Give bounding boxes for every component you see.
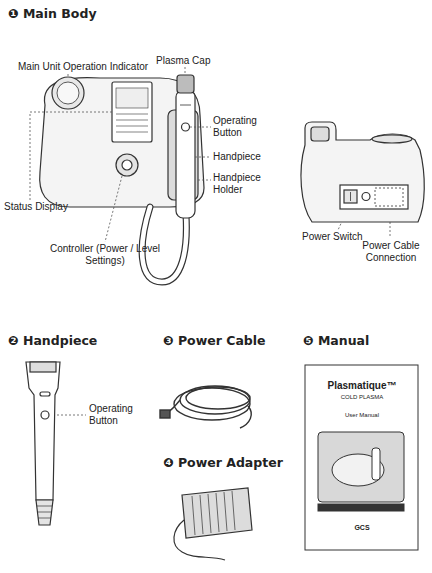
section-heading: ❷ Handpiece bbox=[8, 333, 158, 348]
part-label: Plasma Cap bbox=[156, 55, 226, 67]
part-label: Operating Button bbox=[89, 403, 149, 427]
part-label: Operating Button bbox=[213, 115, 273, 139]
handpiece-illustration bbox=[26, 362, 60, 525]
leader-lines bbox=[30, 67, 390, 415]
part-label: Status Display bbox=[4, 201, 94, 213]
handpiece-on-unit bbox=[176, 75, 195, 218]
power-adapter-illustration bbox=[174, 488, 252, 560]
power-cable-illustration bbox=[160, 386, 251, 428]
manual-title: Plasmatique™ bbox=[310, 380, 414, 392]
main-unit-back bbox=[301, 122, 424, 222]
part-label: Handpiece Holder bbox=[213, 172, 268, 196]
section-heading: ❸ Power Cable bbox=[163, 333, 293, 348]
manual-brand: GCS bbox=[310, 524, 414, 532]
section-heading: ❹ Power Adapter bbox=[163, 455, 303, 470]
section-heading: ❺ Manual bbox=[303, 333, 423, 348]
manual-subtitle: User Manual bbox=[310, 412, 414, 419]
part-label: Handpiece bbox=[213, 151, 283, 163]
part-label: Controller (Power / Level Settings) bbox=[35, 243, 175, 267]
part-label: Power Cable Connection bbox=[356, 240, 426, 264]
manual-illustration bbox=[305, 365, 418, 550]
manual-subtitle: COLD PLASMA bbox=[310, 394, 414, 401]
section-heading: ❶ Main Body bbox=[8, 6, 158, 21]
